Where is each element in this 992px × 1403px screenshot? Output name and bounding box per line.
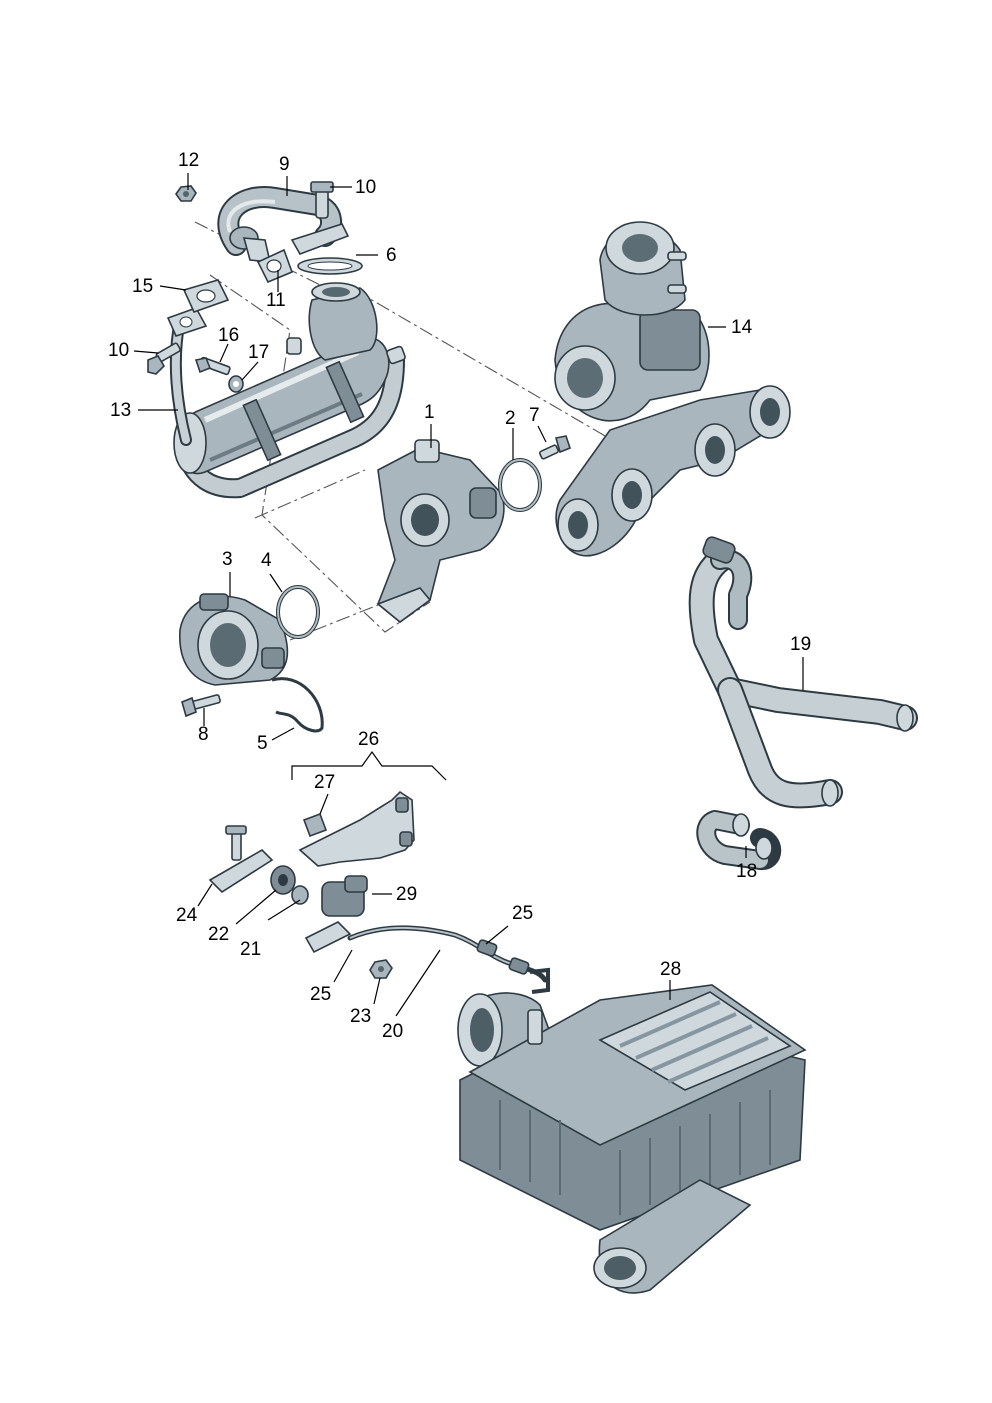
- callout-12: 12: [178, 150, 199, 171]
- callout-14: 14: [731, 317, 753, 338]
- callout-23: 23: [350, 1006, 371, 1027]
- callout-leader-lines: [133, 173, 804, 1017]
- callout-3: 3: [222, 549, 233, 570]
- callout-11: 11: [266, 290, 286, 311]
- callout-7: 7: [529, 405, 540, 426]
- bolt-part-8: [181, 694, 221, 718]
- callout-labels: 1 2 3 4 5 6 7 8 9 10 10 11 12 13 14 15 1…: [108, 150, 811, 1042]
- callout-15: 15: [132, 276, 153, 297]
- callout-25-right: 25: [512, 903, 533, 924]
- callout-26: 26: [358, 729, 379, 750]
- callout-5: 5: [257, 733, 268, 754]
- callout-24: 24: [176, 905, 198, 926]
- callout-4: 4: [261, 550, 272, 571]
- egr-cooler-part-13: [173, 282, 406, 499]
- air-filter-housing-part-28: [457, 984, 807, 1294]
- nut-part-12: [175, 185, 197, 202]
- o-ring-part-2: [498, 458, 542, 512]
- callout-2: 2: [505, 408, 516, 429]
- bracket-part-26: [298, 790, 415, 867]
- callout-6: 6: [386, 245, 397, 266]
- turbocharger-part-14: [554, 221, 791, 557]
- gasket-part-11: [256, 248, 294, 284]
- clip-part-27: [302, 812, 328, 838]
- hose-part-18: [696, 810, 782, 870]
- gasket-part-15: [182, 279, 230, 313]
- callout-20: 20: [382, 1021, 403, 1042]
- callout-9: 9: [279, 154, 290, 175]
- clip-part-5: [271, 677, 324, 733]
- callout-29: 29: [396, 884, 417, 905]
- callout-18: 18: [736, 861, 757, 882]
- callout-10-left: 10: [108, 340, 129, 361]
- gasket-part-6: [297, 257, 363, 275]
- callout-21: 21: [240, 939, 261, 960]
- throttle-housing-part-3: [179, 593, 289, 686]
- callout-27: 27: [314, 772, 335, 793]
- callout-19: 19: [790, 634, 811, 655]
- washer-part-17: [228, 375, 244, 393]
- hose-part-19: [688, 536, 918, 809]
- nut-part-23: [369, 959, 393, 979]
- grommet-part-22: [270, 865, 296, 895]
- callout-25-left: 25: [310, 984, 331, 1005]
- bracket-part-24: [208, 825, 274, 894]
- callout-17: 17: [248, 342, 269, 363]
- egr-pipe-part-9: [217, 186, 350, 263]
- bolt-part-10-left: [147, 342, 181, 375]
- callout-16: 16: [218, 325, 239, 346]
- callout-1: 1: [424, 402, 435, 423]
- callout-8: 8: [198, 724, 209, 745]
- sleeve-part-21: [291, 885, 309, 905]
- bolt-part-10-top: [310, 181, 334, 219]
- egr-valve-part-1: [376, 439, 505, 624]
- bolt-part-7: [539, 435, 571, 460]
- pressure-sensor-part-29: [304, 875, 368, 954]
- callout-10-top: 10: [355, 177, 376, 198]
- bolt-part-16: [194, 356, 231, 376]
- callout-28: 28: [660, 959, 681, 980]
- callout-13: 13: [110, 400, 131, 421]
- vacuum-hose-part-20: [347, 925, 550, 994]
- callout-22: 22: [208, 924, 229, 945]
- o-ring-part-4: [276, 585, 320, 639]
- feed-pipe-part-13: [166, 307, 208, 446]
